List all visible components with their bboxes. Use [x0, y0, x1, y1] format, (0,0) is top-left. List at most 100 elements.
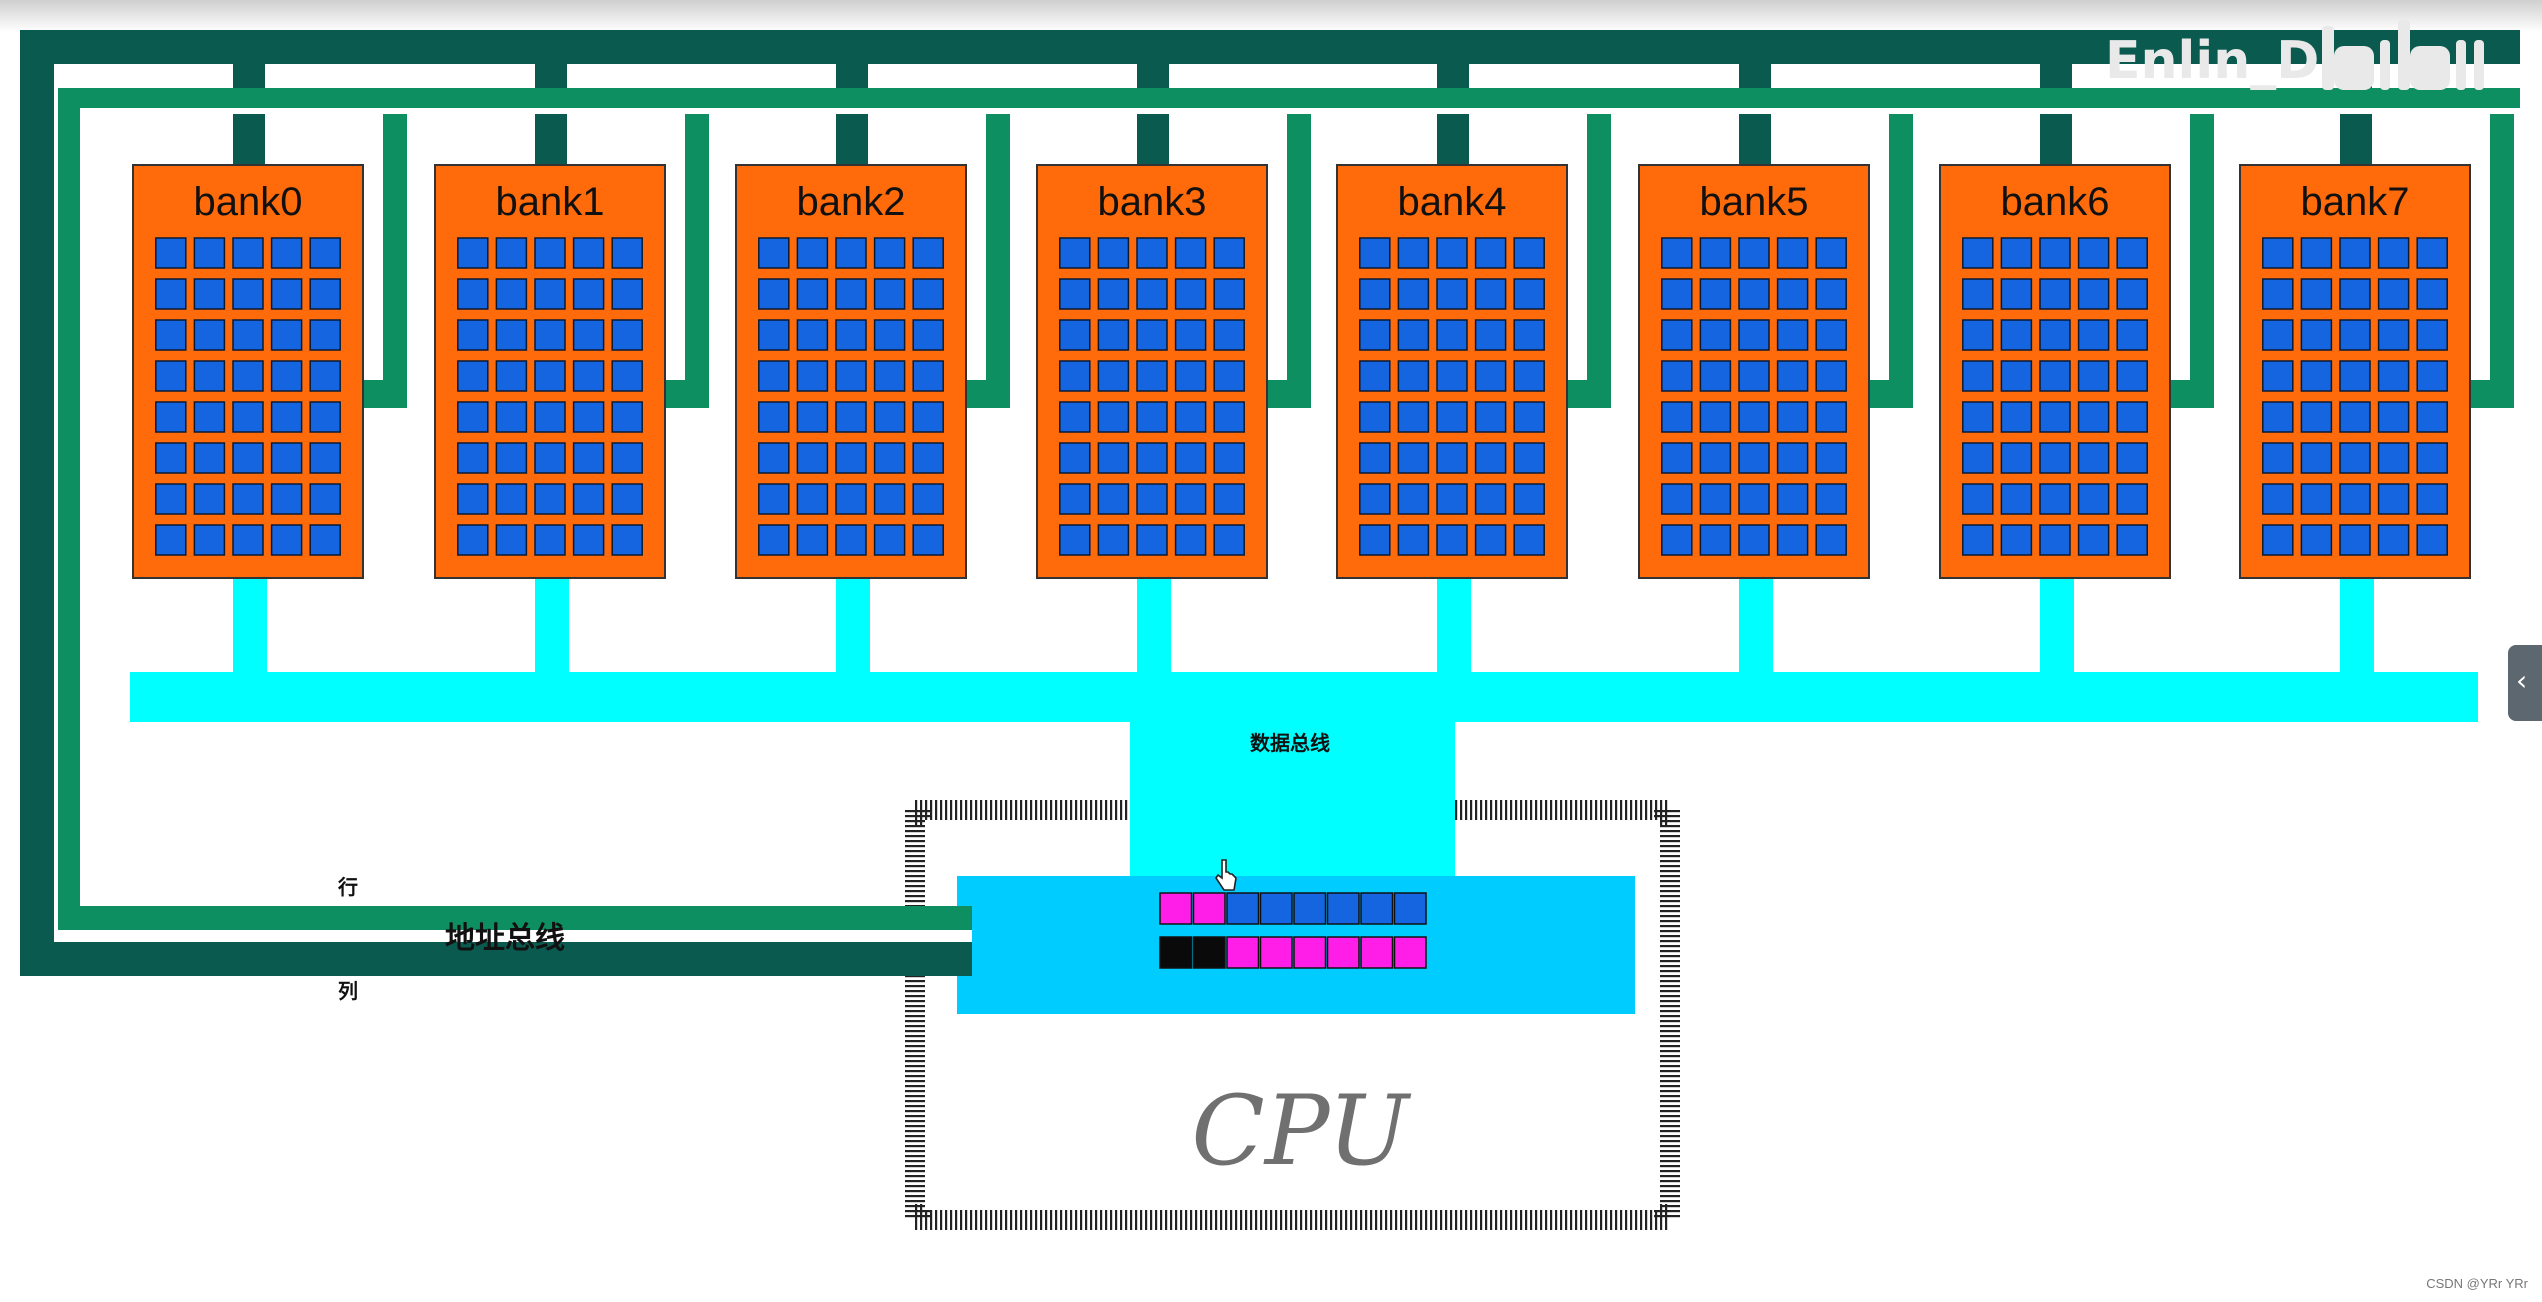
bank-4-cell — [1359, 278, 1391, 310]
cpu-pin — [1245, 1204, 1248, 1230]
bank-1-cell — [572, 524, 605, 556]
bank-0-cell — [309, 524, 341, 556]
bank-6-cell — [2077, 319, 2110, 351]
cpu-pin — [905, 1025, 931, 1028]
cpu-pin — [1654, 1050, 1680, 1053]
cpu-pin — [1480, 800, 1483, 826]
cpu-pin — [1475, 1204, 1478, 1230]
cpu-pin — [1630, 1204, 1633, 1230]
cpu-pin — [1540, 1204, 1543, 1230]
bank-5-cell — [1661, 360, 1693, 392]
cpu-pin — [1590, 800, 1593, 826]
cpu-pin — [1654, 1070, 1680, 1073]
register-row1-cell-4 — [1293, 892, 1327, 925]
cpu-pin — [905, 845, 931, 848]
cpu-pin — [1654, 1185, 1680, 1188]
cpu-pin — [930, 1204, 933, 1230]
bank-7-cell — [2416, 401, 2448, 433]
cpu-pin — [1065, 1204, 1068, 1230]
cpu-pin — [905, 820, 931, 823]
cpu-pin — [905, 1200, 931, 1203]
bank-3-cell — [1174, 319, 1207, 351]
cpu-pin — [1654, 1090, 1680, 1093]
row-bus-bottom — [58, 906, 972, 930]
bank-1-cell — [534, 237, 566, 269]
bank-0-cell — [193, 237, 226, 269]
bank-0-cell — [193, 278, 226, 310]
bank-7-cell — [2300, 442, 2333, 474]
bank-4-cell — [1359, 524, 1391, 556]
bank-0-cell — [155, 483, 187, 515]
bank-2-cell — [912, 237, 944, 269]
bank-2-cell — [796, 442, 829, 474]
cpu-pin — [1510, 800, 1513, 826]
data-bus-drop-2 — [836, 578, 870, 672]
bank-1-cell — [457, 319, 489, 351]
cpu-pin — [1654, 1015, 1680, 1018]
bank-7-cell — [2377, 524, 2410, 556]
bank-5-cell — [1738, 360, 1770, 392]
bank-2-cell — [873, 401, 906, 433]
cpu-pin — [940, 1204, 943, 1230]
bank-7-cell — [2300, 483, 2333, 515]
row-bus-vert-3 — [1287, 88, 1311, 408]
cpu-pin — [1295, 1204, 1298, 1230]
bank-2-cell — [873, 524, 906, 556]
cpu-pin — [1420, 1204, 1423, 1230]
bank-5-cell — [1699, 319, 1732, 351]
cpu-pin — [1635, 800, 1638, 826]
cpu-pin — [1020, 1204, 1023, 1230]
cpu-pin — [905, 875, 931, 878]
cpu-pin — [1030, 800, 1033, 826]
bank-3-cell — [1213, 401, 1245, 433]
bank-2-cell — [912, 360, 944, 392]
cpu-pin — [1654, 840, 1680, 843]
cpu-pin — [905, 1150, 931, 1153]
bank-5-label: bank5 — [1700, 180, 1809, 224]
data-bus-drop-6 — [2040, 578, 2074, 672]
bank-5-cell — [1776, 319, 1809, 351]
cpu-pin — [1500, 1204, 1503, 1230]
bank-3-cell — [1097, 442, 1130, 474]
bank-2-cell — [835, 278, 867, 310]
cpu-pin — [1654, 1025, 1680, 1028]
bank-5-cell — [1815, 442, 1847, 474]
cpu-pin — [905, 1115, 931, 1118]
cpu-pin — [1120, 1204, 1123, 1230]
bank-7-cell — [2262, 319, 2294, 351]
bank-1-cell — [534, 278, 566, 310]
cpu-pin — [950, 800, 953, 826]
bank-2-cell — [796, 278, 829, 310]
bank-6: bank6 — [1939, 164, 2171, 579]
data-bus-drop-0 — [233, 578, 267, 672]
bank-3: bank3 — [1036, 164, 1268, 579]
bank-1-cell — [611, 319, 643, 351]
cpu-pin — [1654, 910, 1680, 913]
bank-0-cell — [232, 401, 264, 433]
bank-2-cell — [758, 442, 790, 474]
cpu-pin — [905, 810, 931, 813]
bank-1-cell — [534, 360, 566, 392]
bank-1: bank1 — [434, 164, 666, 579]
cpu-pin — [955, 800, 958, 826]
chevron-left-icon: ‹ — [2516, 664, 2528, 697]
column-label: 列 — [338, 979, 358, 1003]
bank-7-cell — [2262, 524, 2294, 556]
bank-5-cell — [1699, 360, 1732, 392]
bank-5-cell — [1815, 360, 1847, 392]
bank-5-cell — [1699, 278, 1732, 310]
bank-7-cell — [2262, 401, 2294, 433]
cpu-pin — [1000, 800, 1003, 826]
bank-3-cell — [1213, 278, 1245, 310]
side-collapse-tab[interactable]: ‹ — [2508, 645, 2542, 721]
bank-6-cell — [1962, 524, 1994, 556]
cpu-pin — [1495, 800, 1498, 826]
row-bus-vert-6 — [2190, 88, 2214, 408]
cpu-pin — [1654, 850, 1680, 853]
register-row2-cell-1 — [1192, 936, 1226, 969]
cpu-pin — [1530, 800, 1533, 826]
bank-3-cell — [1174, 360, 1207, 392]
cpu-pin — [1654, 920, 1680, 923]
bank-1-cell — [495, 237, 528, 269]
